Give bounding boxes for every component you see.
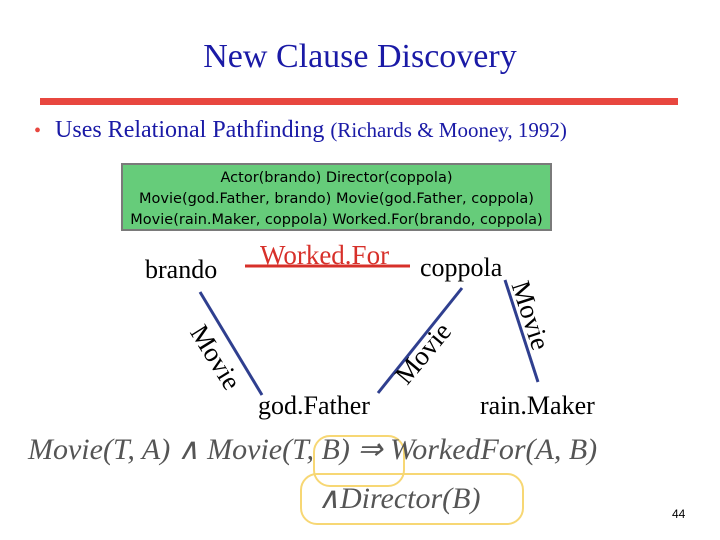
fact-line: Movie(rain.Maker, coppola) Worked.For(br… bbox=[130, 212, 543, 228]
edge-movie-right bbox=[503, 279, 540, 383]
bullet-icon: • bbox=[34, 120, 42, 142]
bullet-item: • Uses Relational Pathfinding (Richards &… bbox=[34, 117, 567, 144]
fact-line: Movie(god.Father, brando) Movie(god.Fath… bbox=[139, 191, 534, 207]
node-brando: brando bbox=[145, 255, 218, 284]
facts-box: Actor(brando) Director(coppola) Movie(go… bbox=[121, 163, 552, 231]
director-highlight bbox=[300, 473, 524, 525]
bullet-text: Uses Relational Pathfinding bbox=[55, 117, 325, 143]
fact-line: Actor(brando) Director(coppola) bbox=[220, 170, 453, 186]
node-godfather: god.Father bbox=[258, 391, 370, 420]
edge-movie-mid bbox=[376, 287, 464, 394]
page-number: 44 bbox=[672, 507, 686, 521]
node-coppola: coppola bbox=[420, 253, 503, 282]
label-workedfor: Worked.For bbox=[260, 240, 390, 270]
title-divider bbox=[40, 98, 678, 105]
clause-formula: Movie(T, A) ∧ Movie(T, B) ⇒ WorkedFor(A,… bbox=[28, 433, 598, 466]
edge-movie-left bbox=[198, 291, 264, 396]
formula-highlight bbox=[313, 435, 405, 487]
citation: (Richards & Mooney, 1992) bbox=[330, 118, 567, 142]
director-literal: ∧Director(B) bbox=[318, 482, 481, 515]
node-rainmaker: rain.Maker bbox=[480, 391, 595, 420]
slide-title: New Clause Discovery bbox=[203, 38, 517, 75]
